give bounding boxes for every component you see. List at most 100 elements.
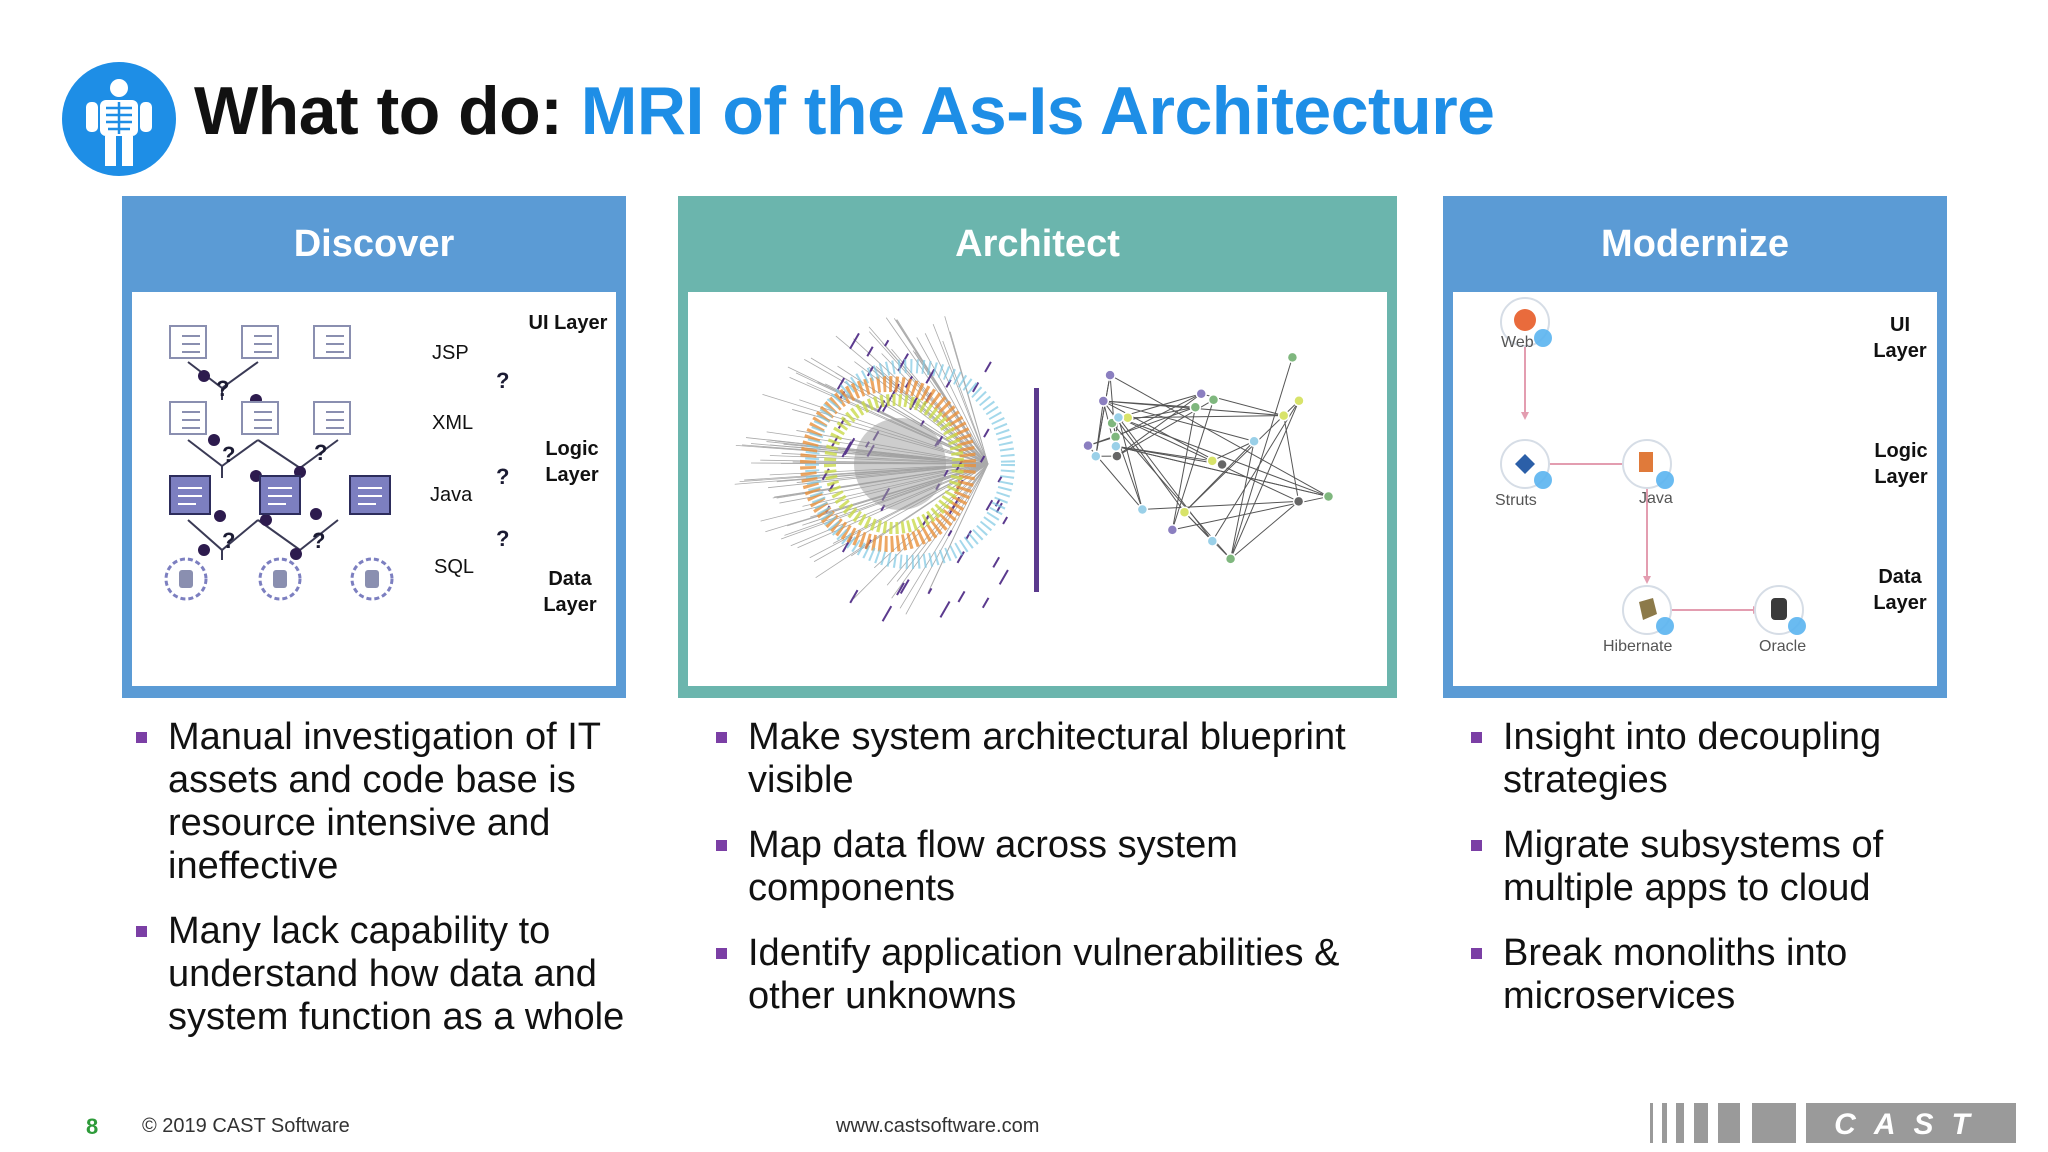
divider	[1034, 388, 1039, 592]
network-node	[1112, 411, 1125, 424]
network-node	[1207, 394, 1220, 406]
network-edge	[1118, 417, 1329, 498]
fan-bar	[965, 530, 972, 540]
unknown-mark: ?	[496, 464, 509, 489]
tech-label-jsp: JSP	[432, 342, 469, 364]
tech-label-sql: SQL	[434, 556, 475, 578]
unknown-mark: ?	[216, 376, 229, 401]
layer-label-ui: UI Layer	[528, 312, 608, 334]
node-label-java: Java	[1639, 490, 1673, 507]
network-node	[1109, 431, 1122, 443]
bullet-square-icon	[136, 926, 147, 937]
discover-diagram: ? ? ? ? ? ? ? ? JSP XML Java SQL UI Laye…	[132, 292, 616, 686]
fan-bar	[997, 476, 1003, 483]
fan-edge	[868, 326, 989, 465]
fan-bar	[957, 590, 966, 603]
architect-bullets: Make system architectural blueprint visi…	[708, 716, 1388, 1040]
fan-bar	[979, 455, 986, 463]
logo-text: CAST	[1834, 1108, 1988, 1141]
bullet-item: Identify application vulnerabilities & o…	[708, 932, 1388, 1018]
fan-bar	[943, 469, 949, 477]
network-node	[1082, 439, 1094, 452]
network-edge	[1115, 393, 1202, 438]
fan-bar	[995, 502, 1003, 513]
fan-bar	[1002, 516, 1009, 525]
bullet-square-icon	[716, 948, 727, 959]
fan-bar	[947, 530, 953, 537]
network-node	[1166, 524, 1179, 536]
node-label-hibernate: Hibernate	[1603, 638, 1673, 655]
fan-edge	[924, 333, 989, 465]
network-node	[1110, 440, 1122, 453]
fan-edge	[853, 463, 989, 599]
page-title: What to do: MRI of the As-Is Architectur…	[194, 72, 1495, 150]
fan-bar	[836, 377, 846, 390]
fan-bar	[985, 499, 994, 511]
bullet-item: Map data flow across system components	[708, 824, 1388, 910]
network-node	[1189, 401, 1202, 414]
ring-blue	[805, 359, 1015, 569]
layer-label-logic: Logic Layer	[545, 438, 599, 486]
layer-label-logic: Logic Layer	[1874, 440, 1928, 488]
network-node	[1292, 495, 1305, 508]
bullet-item: Many lack capability to understand how d…	[128, 910, 668, 1039]
website-url[interactable]: www.castsoftware.com	[836, 1115, 1040, 1137]
modernize-header: Modernize	[1601, 222, 1789, 265]
network-edge	[1095, 374, 1111, 457]
modernize-diagram: Web Struts Java Hibernate Oracle UI Laye…	[1453, 292, 1937, 686]
layer-label-data: Data Layer	[1873, 566, 1927, 614]
network-node	[1104, 369, 1116, 381]
fan-bar	[981, 597, 990, 609]
fan-bar	[984, 361, 992, 373]
network-edge	[1212, 440, 1255, 462]
bullet-square-icon	[1471, 948, 1482, 959]
fan-bar	[992, 556, 1001, 568]
discover-panel: Discover	[122, 196, 626, 698]
code-dependency-diagram: ? ? ? ? ? ? ? ?	[164, 325, 509, 601]
unknown-mark: ?	[496, 526, 509, 551]
skeleton-xray-icon	[62, 62, 176, 176]
ring-core	[854, 418, 946, 510]
network-edge	[1230, 441, 1255, 560]
fan-bar	[939, 601, 951, 618]
network-node	[1277, 409, 1290, 422]
fan-edge	[944, 316, 989, 465]
discover-header: Discover	[293, 222, 455, 265]
bullet-item: Manual investigation of IT assets and co…	[128, 716, 668, 888]
unknown-mark: ?	[496, 368, 509, 393]
bullet-square-icon	[716, 840, 727, 851]
tech-label-xml: XML	[432, 412, 474, 434]
unknown-mark: ?	[312, 528, 325, 553]
fan-edge	[868, 366, 989, 465]
network-edge	[1103, 400, 1223, 465]
bullet-square-icon	[1471, 840, 1482, 851]
node-label-struts: Struts	[1495, 492, 1537, 509]
title-prefix: What to do:	[194, 73, 563, 149]
fan-edge	[809, 463, 989, 559]
network-node	[1248, 435, 1260, 447]
bullet-item: Make system architectural blueprint visi…	[708, 716, 1388, 802]
node-label-web: Web	[1501, 334, 1534, 351]
fan-bar	[956, 551, 965, 564]
fan-bar	[884, 339, 890, 347]
page-number: 8	[86, 1114, 99, 1139]
network-edge	[1115, 445, 1213, 462]
network-graph	[1082, 351, 1335, 565]
network-edge	[1117, 417, 1143, 510]
network-edge	[1184, 511, 1213, 542]
fan-edge	[916, 337, 989, 465]
network-node	[1111, 450, 1123, 462]
cast-logo: CAST	[1650, 1103, 2016, 1143]
bullet-item: Break monoliths into microservices	[1463, 932, 1983, 1018]
modernize-panel: Modernize	[1443, 196, 1947, 698]
network-edge	[1230, 357, 1293, 560]
bullet-square-icon	[716, 732, 727, 743]
bullet-item: Migrate subsystems of multiple apps to c…	[1463, 824, 1983, 910]
layer-label-data: Data Layer	[543, 568, 597, 616]
fan-bar	[849, 589, 859, 604]
network-node	[1216, 458, 1228, 471]
unknown-mark: ?	[222, 528, 235, 553]
fan-bar	[881, 605, 893, 622]
ring-orange	[800, 376, 976, 552]
network-edge	[1230, 400, 1300, 560]
